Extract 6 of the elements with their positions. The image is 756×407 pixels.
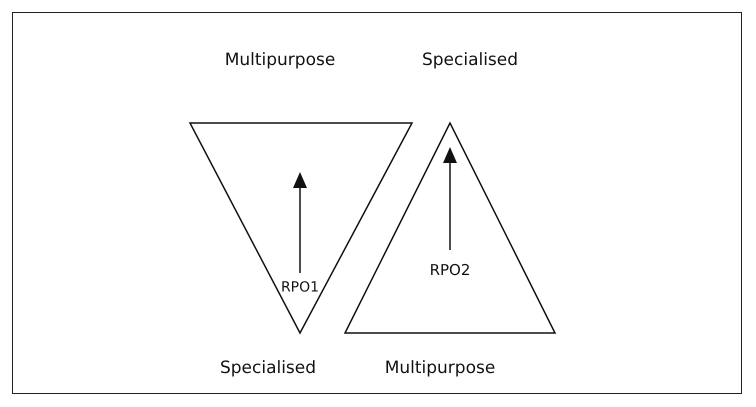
triangle-end-label: Specialised	[422, 50, 518, 70]
triangle-end-label: Multipurpose	[384, 358, 496, 378]
arrow-label: RPO2	[430, 261, 470, 279]
triangle-end-label: Specialised	[220, 358, 316, 378]
arrow-label: RPO1	[280, 280, 320, 296]
triangle-end-label: Multipurpose	[224, 50, 336, 70]
